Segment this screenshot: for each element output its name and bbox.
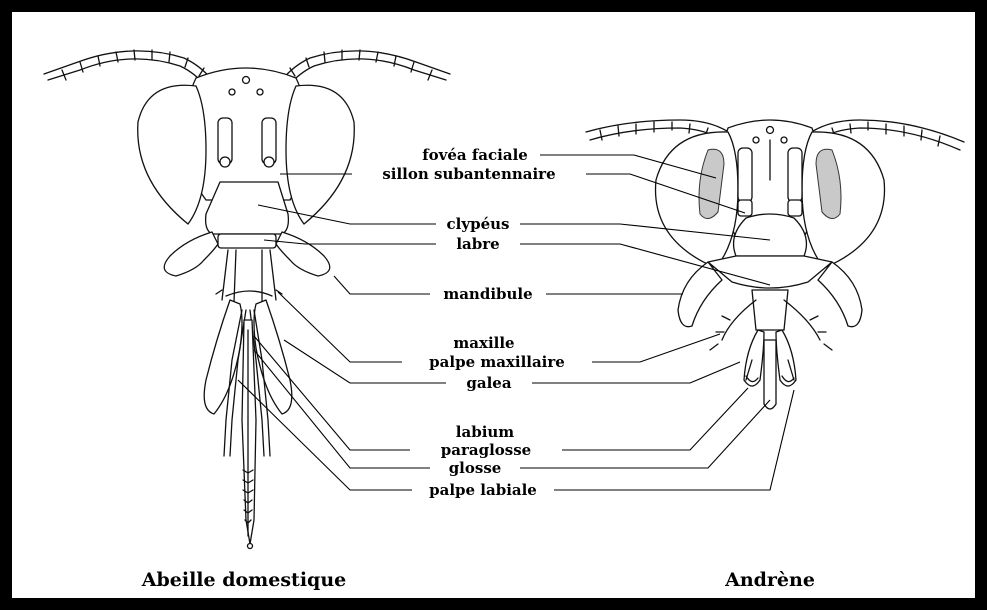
honeybee-antenna-socket xyxy=(264,157,274,167)
andrena-mandible-right xyxy=(818,262,862,327)
andrena-maxillary-palp-right xyxy=(784,300,832,350)
andrena-maxillary-palp-left xyxy=(710,300,756,350)
honeybee-ocellus xyxy=(243,77,250,84)
label-sillon-subantennaire: sillon subantennaire xyxy=(382,165,555,183)
label-glosse: glosse xyxy=(449,459,502,477)
honeybee-galea-left xyxy=(204,300,242,414)
honeybee-ocellus xyxy=(257,89,263,95)
label-clypeus: clypéus xyxy=(447,215,510,233)
caption-andrene: Andrène xyxy=(724,569,815,591)
honeybee-ocellus xyxy=(229,89,235,95)
honeybee-mandible-left xyxy=(164,232,218,276)
honeybee-eye-right xyxy=(286,85,354,224)
andrena-ocellus xyxy=(753,137,759,143)
honeybee-antenna-socket xyxy=(220,157,230,167)
label-paraglosse: paraglosse xyxy=(441,441,531,459)
honeybee-mandible-right xyxy=(276,232,330,276)
label-palpe-labiale: palpe labiale xyxy=(429,481,537,499)
andrena-clypeus xyxy=(734,214,807,256)
andrena-eye-right xyxy=(802,132,885,268)
andrena-ocellus xyxy=(767,127,774,134)
label-fovea-faciale: fovéa faciale xyxy=(422,146,528,164)
part-labels: fovéa faciale sillon subantennaire clypé… xyxy=(382,146,564,499)
honeybee-labrum xyxy=(218,234,276,248)
label-mandibule: mandibule xyxy=(443,285,532,303)
andrena-labrum xyxy=(708,256,832,288)
honeybee-eye-left xyxy=(138,85,206,224)
andrena-head-drawing xyxy=(586,120,964,409)
honeybee-clypeus xyxy=(206,182,289,234)
andrena-prementum xyxy=(752,290,788,330)
andrena-eye-left xyxy=(656,132,739,268)
andrena-ocellus xyxy=(781,137,787,143)
honeybee-head-drawing xyxy=(44,50,450,549)
andrena-glossa xyxy=(764,340,776,409)
andrena-scape-left xyxy=(738,148,752,202)
andrena-scape-right xyxy=(788,148,802,202)
label-maxille: maxille xyxy=(453,334,514,352)
caption-abeille-domestique: Abeille domestique xyxy=(141,569,347,591)
label-galea: galea xyxy=(466,374,511,392)
label-labre: labre xyxy=(456,235,499,253)
andrena-mandible-left xyxy=(678,262,722,327)
label-palpe-maxillaire: palpe maxillaire xyxy=(429,353,565,371)
label-labium: labium xyxy=(456,423,515,441)
